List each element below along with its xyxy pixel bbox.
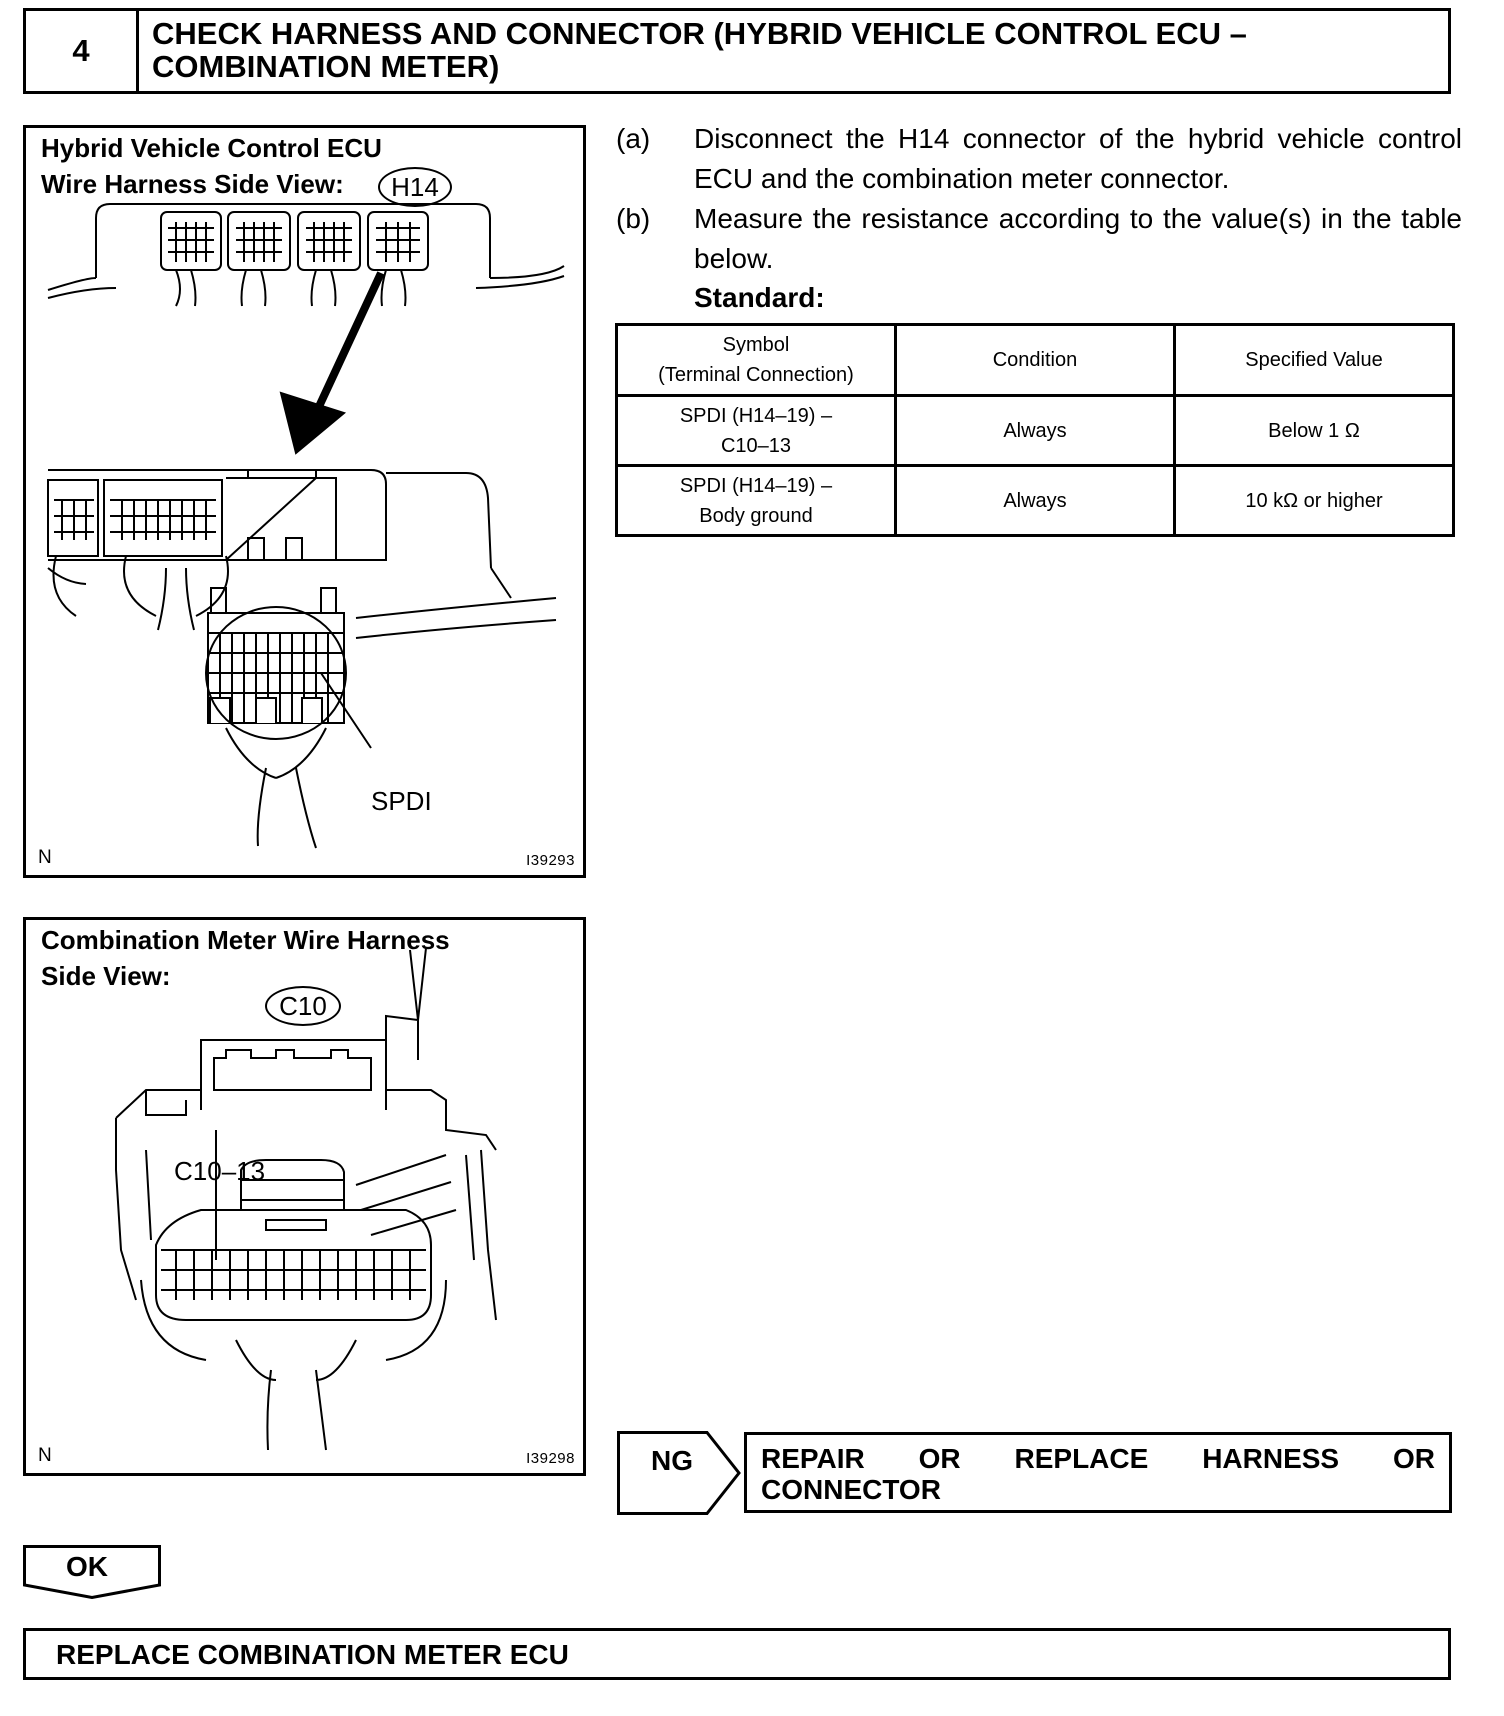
instruction-b-label: (b)	[616, 203, 651, 234]
step-title: CHECK HARNESS AND CONNECTOR (HYBRID VEHI…	[152, 16, 1247, 84]
meter-figure-title-line1: Combination Meter Wire Harness	[41, 925, 450, 955]
ng-action-word: REPAIR	[761, 1443, 865, 1474]
ok-arrow-shape	[23, 1545, 161, 1600]
c10-connector-label: C10	[265, 986, 341, 1026]
ng-action-word: REPLACE	[1014, 1443, 1149, 1474]
cell-symbol-line2: C10–13	[720, 434, 792, 457]
cell-symbol: SPDI (H14–19) – Body ground	[615, 464, 897, 537]
spdi-terminal-callout: SPDI	[371, 786, 432, 816]
h14-connector-label: H14	[378, 167, 452, 207]
table-header-row: Symbol (Terminal Connection) Condition S…	[615, 323, 1455, 397]
instruction-a-label: (a)	[616, 123, 651, 154]
header-symbol: Symbol (Terminal Connection)	[615, 323, 897, 397]
ok-arrow: OK	[23, 1545, 161, 1600]
cell-symbol-line1: SPDI (H14–19) –	[679, 404, 833, 427]
cell-symbol-line1: SPDI (H14–19) –	[679, 474, 833, 497]
meter-figure-title-line2: Side View:	[41, 961, 171, 991]
ng-action-word: HARNESS	[1202, 1443, 1340, 1474]
specification-table: Symbol (Terminal Connection) Condition S…	[615, 323, 1455, 537]
figure-corner-letter: N	[38, 1445, 52, 1466]
ng-action-line2: CONNECTOR	[761, 1474, 941, 1505]
header-specified-value: Specified Value	[1173, 323, 1455, 397]
header-symbol-line1: Symbol	[722, 334, 790, 356]
cell-condition: Always	[894, 464, 1176, 537]
ok-label: OK	[66, 1551, 108, 1582]
cell-specified-value: Below 1 Ω	[1173, 394, 1455, 467]
ng-action-word: OR	[918, 1443, 961, 1474]
figure-corner-letter: N	[38, 847, 52, 868]
ng-arrow: NG	[617, 1431, 741, 1515]
figure-code: I39293	[526, 852, 575, 869]
table-row: SPDI (H14–19) – Body ground Always 10 kΩ…	[615, 464, 1455, 537]
standard-label: Standard:	[694, 282, 825, 313]
combination-meter-illustration	[115, 947, 497, 1451]
final-action-box: REPLACE COMBINATION METER ECU	[23, 1628, 1451, 1680]
header-condition: Condition	[894, 323, 1176, 397]
ng-action-box: REPAIR OR REPLACE HARNESS OR CONNECTOR	[744, 1432, 1452, 1513]
cell-specified-value: 10 kΩ or higher	[1173, 464, 1455, 537]
instruction-b: (b) Measure the resistance according to …	[616, 199, 1462, 279]
ecu-connector-figure: Hybrid Vehicle Control ECU Wire Harness …	[23, 125, 586, 878]
ecu-figure-title-line2: Wire Harness Side View:	[41, 169, 344, 199]
c10-13-terminal-callout: C10–13	[174, 1156, 266, 1186]
instruction-a-text: Disconnect the H14 connector of the hybr…	[694, 123, 1462, 194]
cell-condition: Always	[894, 394, 1176, 467]
ng-action-word: OR	[1393, 1443, 1435, 1474]
ng-label: NG	[651, 1445, 693, 1476]
ng-action-line1: REPAIR OR REPLACE HARNESS OR	[761, 1444, 1435, 1474]
cell-symbol-line2: Body ground	[699, 504, 813, 527]
instruction-b-text: Measure the resistance according to the …	[694, 203, 1462, 274]
step-number: 4	[26, 11, 139, 91]
ecu-connector-illustration	[47, 203, 565, 849]
final-action-text: REPLACE COMBINATION METER ECU	[56, 1639, 569, 1670]
ng-arrow-shape	[617, 1431, 741, 1515]
table-row: SPDI (H14–19) – C10–13 Always Below 1 Ω	[615, 394, 1455, 467]
instruction-a: (a) Disconnect the H14 connector of the …	[616, 119, 1462, 199]
step-header: 4 CHECK HARNESS AND CONNECTOR (HYBRID VE…	[23, 8, 1451, 94]
combination-meter-connector-figure: Combination Meter Wire Harness Side View…	[23, 917, 586, 1476]
figure-code: I39298	[526, 1450, 575, 1467]
ecu-figure-title-line1: Hybrid Vehicle Control ECU	[41, 133, 382, 163]
header-symbol-line2: (Terminal Connection)	[658, 364, 854, 386]
cell-symbol: SPDI (H14–19) – C10–13	[615, 394, 897, 467]
